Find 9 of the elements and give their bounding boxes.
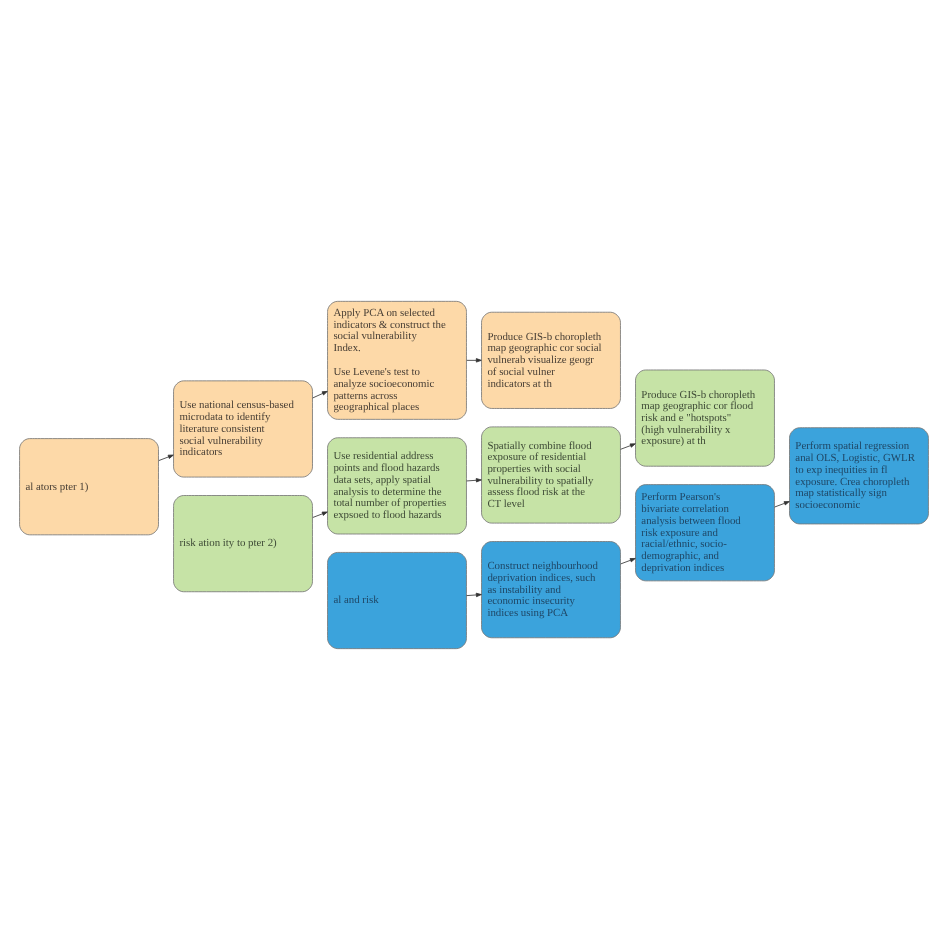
arrow — [312, 389, 328, 398]
arrow — [158, 453, 174, 461]
arrow — [466, 357, 482, 362]
arrow — [466, 591, 482, 597]
arrow — [620, 557, 636, 564]
arrow — [312, 510, 328, 517]
arrow — [466, 477, 482, 482]
arrow — [620, 442, 636, 449]
arrow — [774, 500, 790, 507]
